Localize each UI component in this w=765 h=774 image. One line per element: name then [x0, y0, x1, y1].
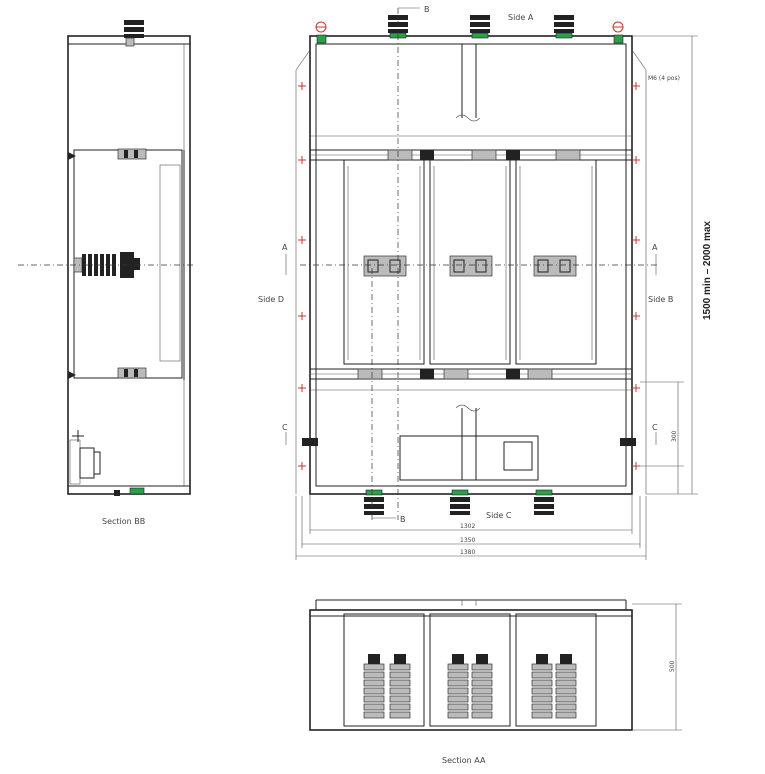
section-bb-label: Section BB	[102, 517, 145, 526]
side-a-label: Side A	[508, 13, 534, 22]
width-outer-dimension: 1380	[460, 549, 475, 556]
side-d-label: Side D	[258, 295, 284, 304]
cut-a-right-label: A	[652, 243, 658, 252]
bushing-insulator-icon	[450, 489, 470, 515]
earth-point-icon	[298, 384, 306, 392]
plan-view	[285, 7, 660, 520]
capacitor-unit	[447, 654, 469, 719]
bushing-insulator-icon	[470, 15, 490, 39]
plan-dimensions	[295, 35, 698, 560]
width-inner-dimension: 1302	[460, 523, 475, 530]
earth-point-icon	[298, 82, 306, 90]
height-range-dimension: 1500 min – 2000 max	[702, 221, 713, 320]
earth-point-icon	[632, 462, 640, 470]
section-aa-view	[309, 599, 682, 731]
cut-c-left-label: C	[282, 423, 288, 432]
earth-point-icon	[632, 312, 640, 320]
section-aa-label: Section AA	[442, 756, 486, 765]
lifting-eye-icon	[612, 21, 624, 44]
earth-point-icon	[632, 236, 640, 244]
cut-a-left-label: A	[282, 243, 288, 252]
earth-point-icon	[298, 462, 306, 470]
side-c-label: Side C	[486, 511, 512, 520]
earth-point-icon	[298, 312, 306, 320]
depth-aa-dimension: 500	[669, 660, 676, 672]
earth-point-icon	[632, 82, 640, 90]
side-dim-right-label: 300	[671, 430, 678, 442]
top-note-label: M6 (4 pos)	[648, 75, 680, 82]
capacitor-unit	[471, 654, 493, 719]
capacitor-unit	[389, 654, 411, 719]
cut-b-bottom-label: B	[400, 515, 406, 524]
earth-point-icon	[298, 82, 640, 470]
capacitor-unit	[531, 654, 553, 719]
cut-b-top-label: B	[424, 5, 430, 14]
section-bb-view	[18, 20, 196, 496]
capacitor-unit	[555, 654, 577, 719]
earth-point-icon	[298, 156, 306, 164]
cut-c-right-label: C	[652, 423, 658, 432]
side-b-label: Side B	[648, 295, 673, 304]
earth-point-icon	[298, 236, 306, 244]
capacitor-unit	[363, 654, 385, 719]
bushing-insulator-icon	[554, 15, 574, 39]
earth-point-icon	[632, 156, 640, 164]
width-mid-dimension: 1350	[460, 537, 475, 544]
bushing-insulator-icon	[534, 489, 554, 515]
lifting-eye-icon	[315, 21, 327, 44]
bushing-insulator-icon	[364, 489, 384, 515]
bushing-insulator-icon	[124, 20, 144, 47]
earth-point-icon	[632, 384, 640, 392]
